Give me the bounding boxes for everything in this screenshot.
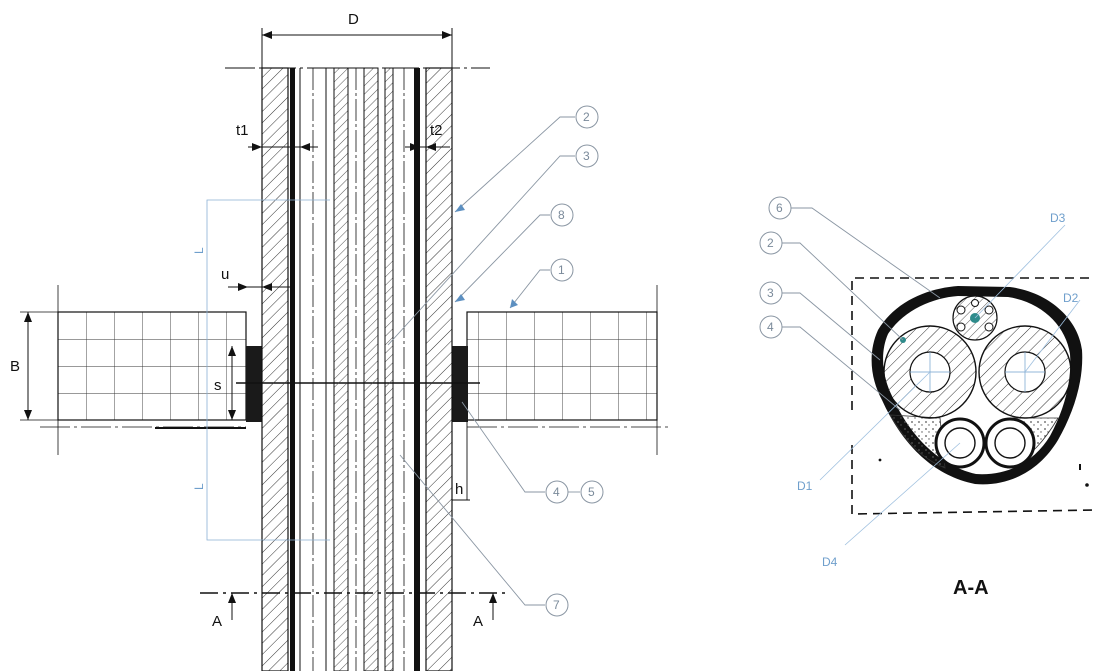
label-s: s — [214, 377, 222, 394]
label-D3: D3 — [1050, 211, 1066, 225]
section-mark-left: A — [212, 613, 222, 630]
label-D4: D4 — [822, 555, 838, 569]
svg-text:6: 6 — [776, 201, 783, 215]
callout-1: 1 — [550, 258, 574, 282]
slab-right — [466, 311, 658, 421]
svg-text:5: 5 — [588, 485, 595, 499]
liner-right — [414, 68, 420, 671]
callout-4: 4 — [545, 480, 569, 504]
svg-text:4: 4 — [767, 320, 774, 334]
svg-text:2: 2 — [767, 236, 774, 250]
label-B: B — [10, 358, 20, 375]
callout-7: 7 — [545, 593, 569, 617]
sleeve-wall-right — [425, 67, 453, 671]
label-L-1: L — [192, 247, 206, 254]
callout-2-section: 2 — [759, 231, 783, 255]
callout-2: 2 — [575, 105, 599, 129]
pipe-D4-right — [984, 417, 1036, 469]
svg-text:2: 2 — [583, 110, 590, 124]
section-view: 6 2 3 4 D3 D2 D1 D4 A-A — [759, 196, 1095, 599]
liner-left — [290, 68, 295, 671]
svg-text:3: 3 — [583, 149, 590, 163]
label-u: u — [221, 266, 229, 283]
svg-text:4: 4 — [553, 485, 560, 499]
svg-text:7: 7 — [553, 598, 560, 612]
sleeve-wall-left — [261, 67, 289, 671]
label-D2: D2 — [1063, 291, 1079, 305]
callout-4-section: 4 — [759, 315, 783, 339]
inner-pipe-1 — [333, 67, 349, 671]
callout-6: 6 — [768, 196, 792, 220]
label-t2: t2 — [430, 122, 443, 139]
svg-text:3: 3 — [767, 286, 774, 300]
section-title: A-A — [953, 577, 989, 599]
callout-5: 5 — [580, 480, 604, 504]
inner-pipe-2 — [363, 67, 379, 671]
slab-left — [57, 311, 247, 421]
label-h: h — [455, 481, 463, 498]
section-mark-right: A — [473, 613, 483, 630]
seal-right — [452, 346, 468, 422]
label-D: D — [348, 11, 359, 28]
callout-3-section: 3 — [759, 281, 783, 305]
svg-text:8: 8 — [558, 208, 565, 222]
main-view: D B s — [10, 11, 670, 671]
svg-text:1: 1 — [558, 263, 565, 277]
label-t1: t1 — [236, 122, 249, 139]
callout-8: 8 — [550, 203, 574, 227]
seal-left — [246, 346, 262, 422]
label-L-2: L — [192, 483, 206, 490]
label-D1: D1 — [797, 479, 813, 493]
callout-3: 3 — [575, 144, 599, 168]
